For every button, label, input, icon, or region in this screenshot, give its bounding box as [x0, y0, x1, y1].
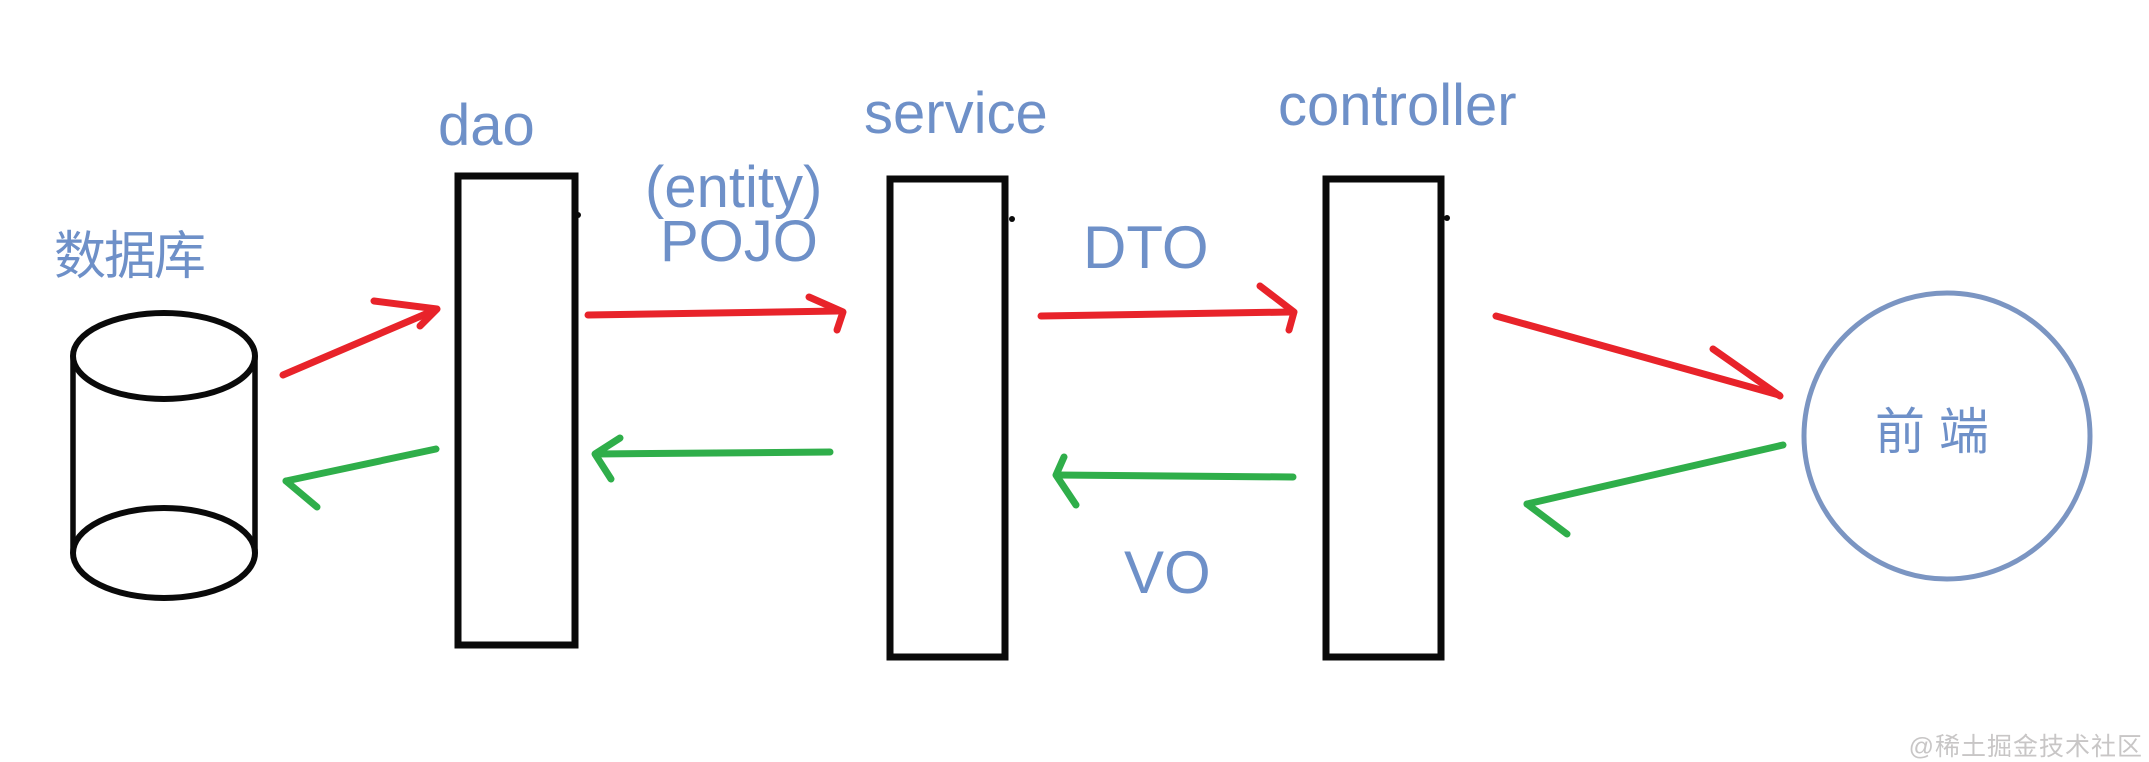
- arrow-service-to-controller: [1037, 282, 1298, 334]
- dao-box: [454, 172, 579, 649]
- arrow-service-to-dao: [591, 434, 834, 483]
- frontend-label: 前 端: [1875, 404, 1989, 460]
- service-box: [886, 175, 1009, 661]
- database-label: 数据库: [54, 228, 206, 286]
- arrow-controller-to-service: [1052, 453, 1297, 509]
- dto-edge-label: DTO: [1083, 214, 1209, 281]
- pojo-edge-label: POJO: [660, 209, 818, 274]
- arrow-dao-to-service: [584, 293, 847, 334]
- vo-edge-label: VO: [1124, 539, 1211, 606]
- arrow-controller-to-frontend: [1492, 312, 1784, 400]
- service-label: service: [864, 81, 1048, 146]
- arrow-dao-to-database: [282, 445, 440, 511]
- entity-edge-label: (entity): [645, 155, 823, 220]
- ink-dot: [1444, 215, 1450, 221]
- database-cylinder-shape: [70, 310, 258, 601]
- ink-dot: [575, 212, 581, 218]
- dao-label: dao: [438, 93, 535, 158]
- controller-box: [1322, 175, 1445, 661]
- ink-dot: [1009, 216, 1015, 222]
- arrow-database-to-dao: [279, 297, 441, 379]
- controller-label: controller: [1278, 73, 1517, 138]
- arrow-frontend-to-controller: [1523, 441, 1787, 538]
- juejin-watermark: @稀土掘金技术社区: [1908, 733, 2143, 761]
